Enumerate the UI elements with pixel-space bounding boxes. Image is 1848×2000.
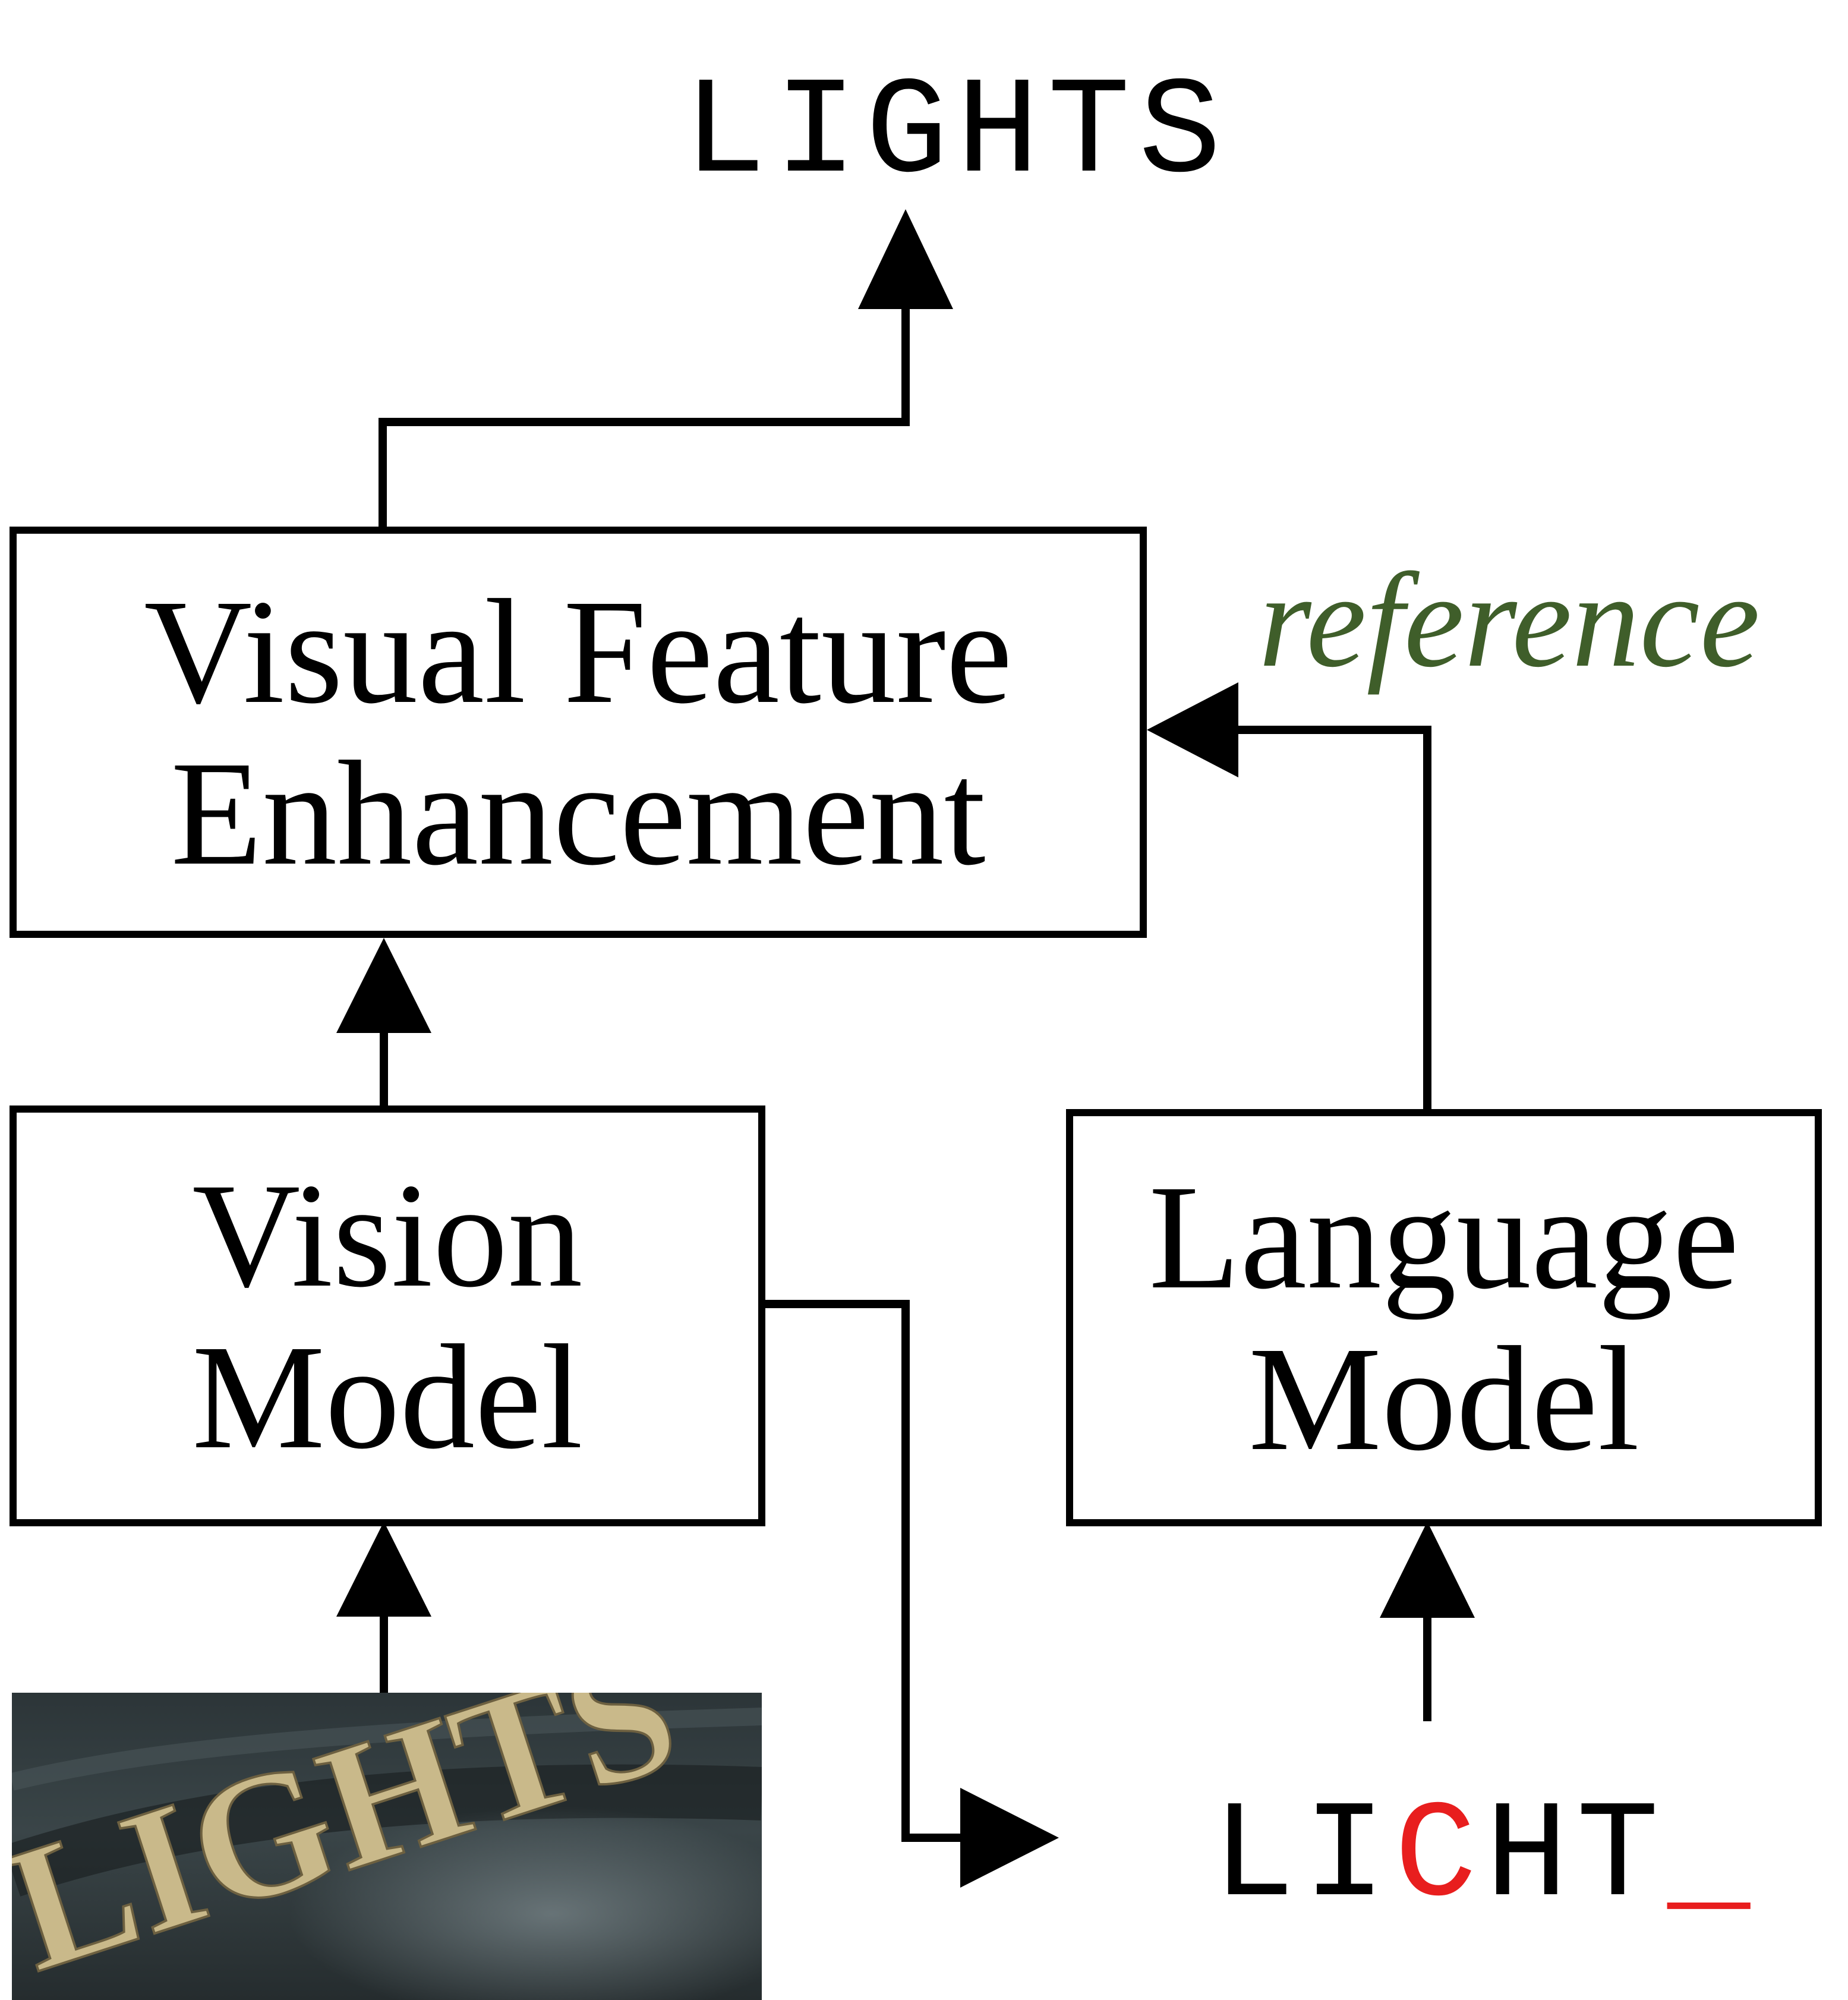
arrowhead-vision-bottom bbox=[336, 1522, 431, 1617]
language-label-line1: Language bbox=[1149, 1153, 1739, 1320]
arrowhead-output bbox=[858, 209, 953, 309]
vfe-label-line1: Visual Feature bbox=[144, 568, 1013, 735]
visual-feature-enhancement-box: Visual Feature Enhancement bbox=[10, 527, 1147, 938]
vision-model-box: Vision Model bbox=[10, 1105, 765, 1526]
vision-prediction-text: LICHT_ bbox=[1212, 1789, 1758, 1927]
arrowhead-language-bottom bbox=[1380, 1522, 1475, 1618]
vfe-label-line2: Enhancement bbox=[171, 730, 986, 896]
prediction-correct-suffix: HT bbox=[1485, 1779, 1668, 1936]
reference-label: reference bbox=[1259, 546, 1760, 695]
vision-label-line2: Model bbox=[192, 1314, 583, 1480]
arrowhead-vfe-right bbox=[1147, 682, 1238, 777]
output-text: LIGHTS bbox=[683, 56, 1230, 212]
arrowhead-vfe-bottom bbox=[336, 938, 431, 1033]
prediction-wrong-blank: _ bbox=[1667, 1779, 1759, 1936]
language-model-box: Language Model bbox=[1066, 1109, 1822, 1526]
edge-language-to-vfe bbox=[1224, 726, 1431, 1109]
edge-vision-to-prediction bbox=[765, 1300, 975, 1842]
input-scene-image: LIGHTS bbox=[12, 1693, 762, 2000]
arrowhead-prediction bbox=[960, 1788, 1059, 1888]
prediction-wrong-char: C bbox=[1394, 1779, 1486, 1936]
prediction-correct-prefix: LI bbox=[1212, 1779, 1395, 1936]
edge-vfe-to-output bbox=[379, 297, 910, 527]
vision-label-line1: Vision bbox=[192, 1151, 583, 1318]
language-label-line2: Model bbox=[1248, 1315, 1639, 1482]
